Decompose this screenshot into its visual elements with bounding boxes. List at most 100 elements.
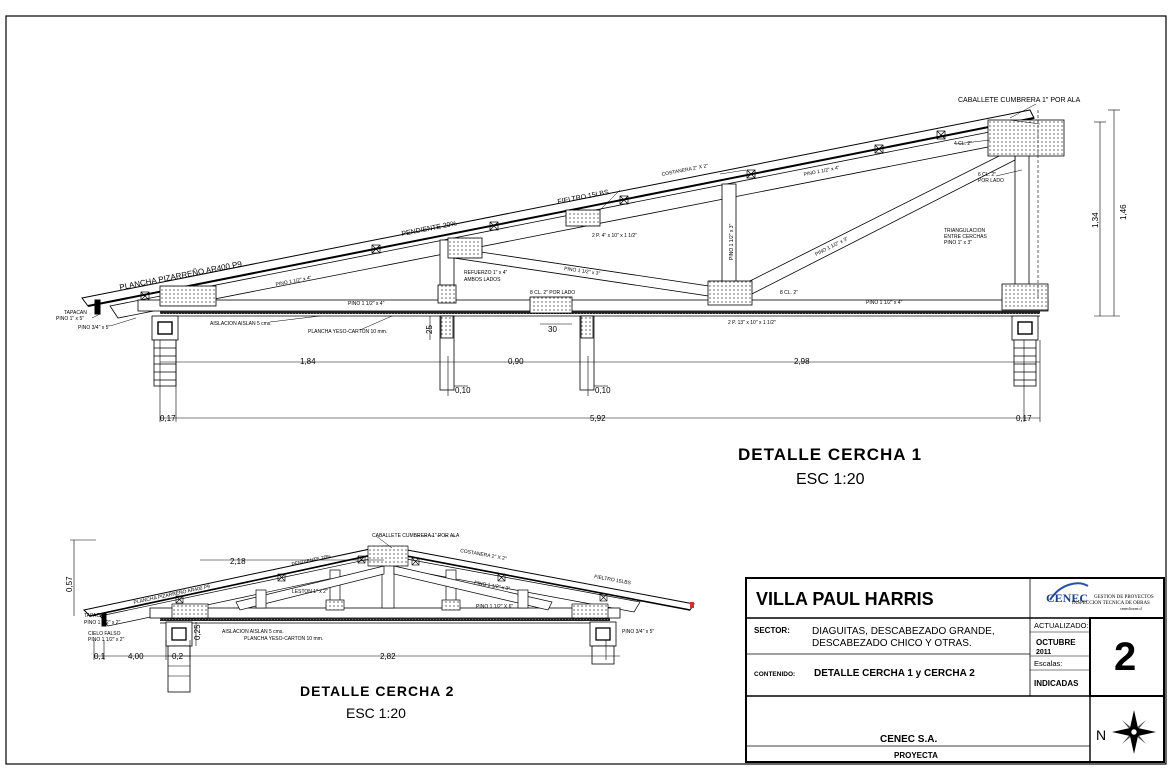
label-tapacan: TAPACAN bbox=[64, 310, 87, 316]
dim-017a: 0,17 bbox=[160, 414, 176, 423]
roof-sheet bbox=[81, 109, 1035, 307]
sector-line-1: DIAGUITAS, DESCABEZADO GRANDE, bbox=[812, 626, 995, 637]
firm-role: PROYECTA bbox=[894, 751, 938, 760]
d2-label-aislacion: AISLACION AISLAN 5 cms. bbox=[222, 629, 284, 635]
label-pino-bottom-right: PINO 1 1/2" x 4" bbox=[866, 300, 903, 306]
firm-name: CENEC S.A. bbox=[880, 734, 937, 745]
d2-label-pino-bottom: PINO 1 1/2" X 6" bbox=[476, 604, 513, 610]
leaders-1 bbox=[91, 103, 1041, 331]
logo-text: CENEC bbox=[1046, 591, 1088, 605]
d2-label-cielo-pino: PINO 1 1/2" x 2" bbox=[88, 637, 125, 643]
label-por-lado: POR LADO bbox=[978, 178, 1004, 184]
bottom-chord bbox=[137, 299, 1049, 312]
contenido-label: CONTENIDO: bbox=[754, 671, 795, 678]
escalas-label: Escalas: bbox=[1034, 659, 1062, 668]
detail-2-scale: ESC 1:20 bbox=[346, 705, 406, 721]
detail-cercha-1 bbox=[81, 103, 1120, 422]
label-aislacion: AISLACION AISLAN 5 cms. bbox=[210, 321, 272, 327]
dim-146: 1,46 bbox=[1119, 204, 1128, 220]
d2-label-cielo: CIELO FALSO bbox=[88, 631, 121, 637]
label-ambos-lados: AMBOS LADOS bbox=[464, 277, 501, 283]
d2-label-tapacan: TAPACAN bbox=[84, 613, 107, 619]
d2-dim-057: 0,57 bbox=[65, 576, 74, 592]
label-cl6: 6 CL. 2" bbox=[978, 172, 996, 178]
escalas-value: INDICADAS bbox=[1034, 679, 1079, 688]
detail-1-scale: ESC 1:20 bbox=[796, 471, 865, 488]
label-pino-vert: PINO 1 1/2" x 3" bbox=[729, 223, 735, 260]
label-refuerzo: REFUERZO 1" x 4" bbox=[464, 270, 508, 276]
d2-label-costanera: COSTANERA 2" X 2" bbox=[460, 548, 508, 562]
gusset-5 bbox=[1001, 283, 1049, 311]
diagonal-web-2 bbox=[735, 147, 1016, 299]
gusset-4 bbox=[707, 280, 753, 306]
label-ocl-lado: 8 CL. 2" POR LADO bbox=[530, 290, 575, 296]
label-ocl: 8 CL. 2" bbox=[780, 290, 798, 296]
sheet-number: 2 bbox=[1114, 635, 1136, 679]
sector-label: SECTOR: bbox=[754, 626, 790, 635]
label-pino-diag1: PINO 1 1/2" x 3" bbox=[564, 266, 601, 277]
gusset-heel bbox=[159, 285, 217, 307]
dim-30: 30 bbox=[548, 325, 557, 334]
d2-dim-01: 0,1 bbox=[94, 652, 106, 661]
logo-swoosh bbox=[1049, 582, 1089, 601]
dim-25: 25 bbox=[425, 325, 434, 334]
detail-1-title: DETALLE CERCHA 1 bbox=[738, 445, 922, 464]
support-posts bbox=[151, 315, 1039, 391]
d2-dim-400: 4,00 bbox=[128, 652, 144, 661]
d2-label-cumbrera: CABALLETE CUMBRERA 1" POR ALA bbox=[372, 533, 460, 539]
label-pino-1x3: PINO 1" x 3" bbox=[944, 240, 972, 246]
label-dos-p2: 2 P. 13" x 10" x 1 1/2" bbox=[728, 320, 776, 326]
project-name: VILLA PAUL HARRIS bbox=[756, 589, 934, 609]
bottom-chord-2 bbox=[149, 607, 621, 619]
dim-010a: 0,10 bbox=[455, 386, 471, 395]
company-line-2: INSPECCION TECNICA DE OBRAS bbox=[1072, 601, 1150, 606]
gusset-3 bbox=[529, 296, 573, 314]
label-entre-cerchas: ENTRE CERCHAS bbox=[944, 234, 987, 240]
gusset-ridge bbox=[987, 119, 1065, 157]
label-cl4: 4 CL. 2" bbox=[954, 141, 972, 147]
actualizado-label: ACTUALIZADO: bbox=[1034, 621, 1089, 630]
d2-dim-282: 2,82 bbox=[380, 652, 396, 661]
sector-line-2: DESCABEZADO CHICO Y OTRAS. bbox=[812, 638, 972, 649]
label-pino-bottom-left: PINO 1 1/2" x 4" bbox=[348, 301, 385, 307]
dim-298: 2,98 bbox=[794, 357, 810, 366]
detail-2-title: DETALLE CERCHA 2 bbox=[300, 683, 454, 699]
label-cumbrera: CABALLETE CUMBRERA 1" POR ALA bbox=[958, 97, 1081, 104]
title-block bbox=[745, 577, 1165, 763]
label-pino34: PINO 3/4" x 5" bbox=[78, 325, 110, 331]
dim-010b: 0,10 bbox=[595, 386, 611, 395]
north-arrow-icon bbox=[1112, 710, 1156, 754]
actualizado-month: OCTUBRE bbox=[1036, 638, 1076, 647]
dimensions-1 bbox=[159, 109, 1120, 422]
label-triangulacion: TRIANGULACION bbox=[944, 228, 986, 234]
label-tapacan-pino: PINO 1" x 5" bbox=[56, 316, 84, 322]
detail-2-labels: CABALLETE CUMBRERA 1" POR ALA PENDIENTE … bbox=[65, 533, 654, 721]
dim-134: 1,34 bbox=[1091, 212, 1100, 228]
d2-label-pino34: PINO 3/4" x 5" bbox=[622, 629, 654, 635]
dim-184: 1,84 bbox=[300, 357, 316, 366]
gusset-1 bbox=[447, 237, 483, 259]
d2-label-fieltro: FIELTRO 15LBS bbox=[594, 574, 632, 586]
dim-090: 0,90 bbox=[508, 357, 524, 366]
d2-dim-02: 0,2 bbox=[172, 652, 184, 661]
d2-label-yeso: PLANCHA YESO-CARTON 10 mm. bbox=[244, 636, 323, 642]
label-dos-p1: 2 P. 4" x 10" x 1 1/2" bbox=[592, 233, 637, 239]
title-block-text: VILLA PAUL HARRIS CENEC GESTION DE PROYE… bbox=[754, 589, 1154, 760]
purlins bbox=[140, 130, 946, 301]
company-line-3: cenecltoren.cl bbox=[1120, 606, 1143, 611]
d2-label-leston: LESTON 1" x 2" bbox=[292, 589, 328, 595]
ceiling-insulation bbox=[160, 311, 1040, 314]
detail-cercha-2 bbox=[70, 535, 695, 693]
d2-dim-218: 2,18 bbox=[230, 557, 246, 566]
d2-label-tapacan-pino: PINO 1 1/2" x 2" bbox=[84, 620, 121, 626]
dim-592: 5,92 bbox=[590, 414, 606, 423]
d2-dim-025: 0,25 bbox=[193, 624, 202, 640]
north-label: N bbox=[1096, 727, 1106, 743]
contenido-value: DETALLE CERCHA 1 y CERCHA 2 bbox=[814, 668, 975, 679]
sheet-border bbox=[5, 15, 1167, 765]
company-line-1: GESTION DE PROYECTOS bbox=[1094, 595, 1154, 600]
label-yeso: PLANCHA YESO-CARTON 10 mm. bbox=[308, 329, 387, 335]
gusset-2 bbox=[565, 209, 601, 227]
actualizado-year: 2011 bbox=[1036, 649, 1051, 656]
